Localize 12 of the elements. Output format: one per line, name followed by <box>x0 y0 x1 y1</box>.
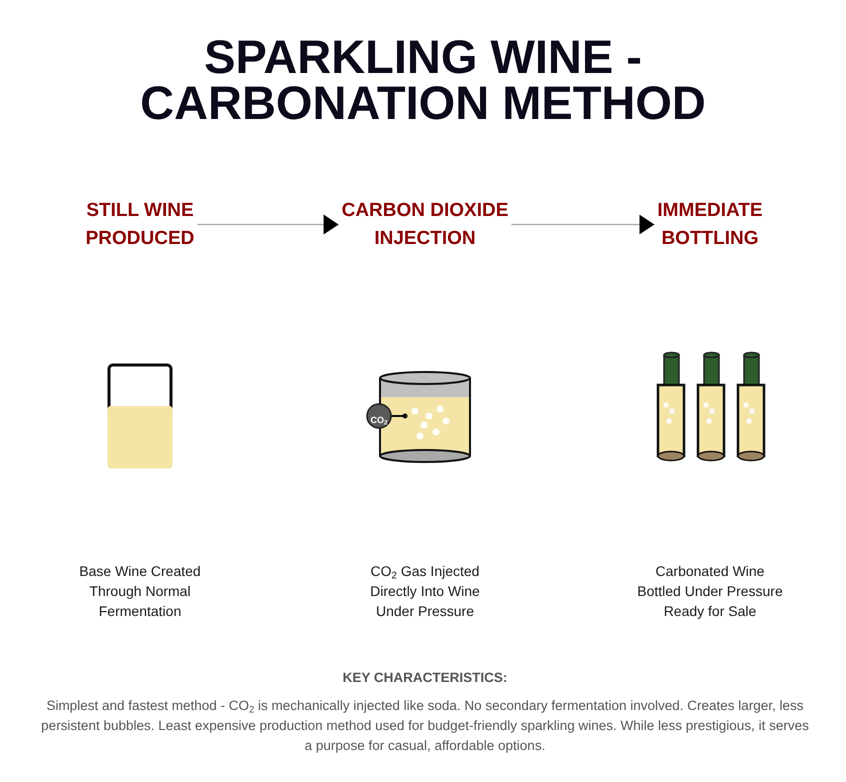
step-description: CO$_{2}$ Gas Injected Directly Into Wine Under Pressure <box>370 563 480 619</box>
step-heading: IMMEDIATE BOTTLING <box>657 200 763 249</box>
step-description: Base Wine Created Through Normal Fermentation <box>79 563 201 619</box>
section-heading: KEY CHARACTERISTICS: <box>342 670 508 685</box>
characteristics-paragraph: Simplest and fastest method - CO$_{2}$ is mechanically injected like soda. No secondary fermentation involved. Creates larger, less persistent bubbles. Least expensive production method used for budget-friendly sparkling wines. While less prestigious, it serves a purpose for casual, affordable options. <box>41 698 809 753</box>
gas-label: CO$_{2}$ <box>370 415 388 425</box>
step-description: Carbonated Wine Bottled Under Pressure Ready for Sale <box>637 563 783 619</box>
step-heading: STILL WINE PRODUCED <box>86 200 194 249</box>
flow-arrow <box>511 214 654 234</box>
diagram-title: SPARKLING WINE - CARBONATION METHOD <box>140 30 706 129</box>
step-heading: CARBON DIOXIDE INJECTION <box>342 200 508 249</box>
flow-arrow <box>197 214 339 234</box>
